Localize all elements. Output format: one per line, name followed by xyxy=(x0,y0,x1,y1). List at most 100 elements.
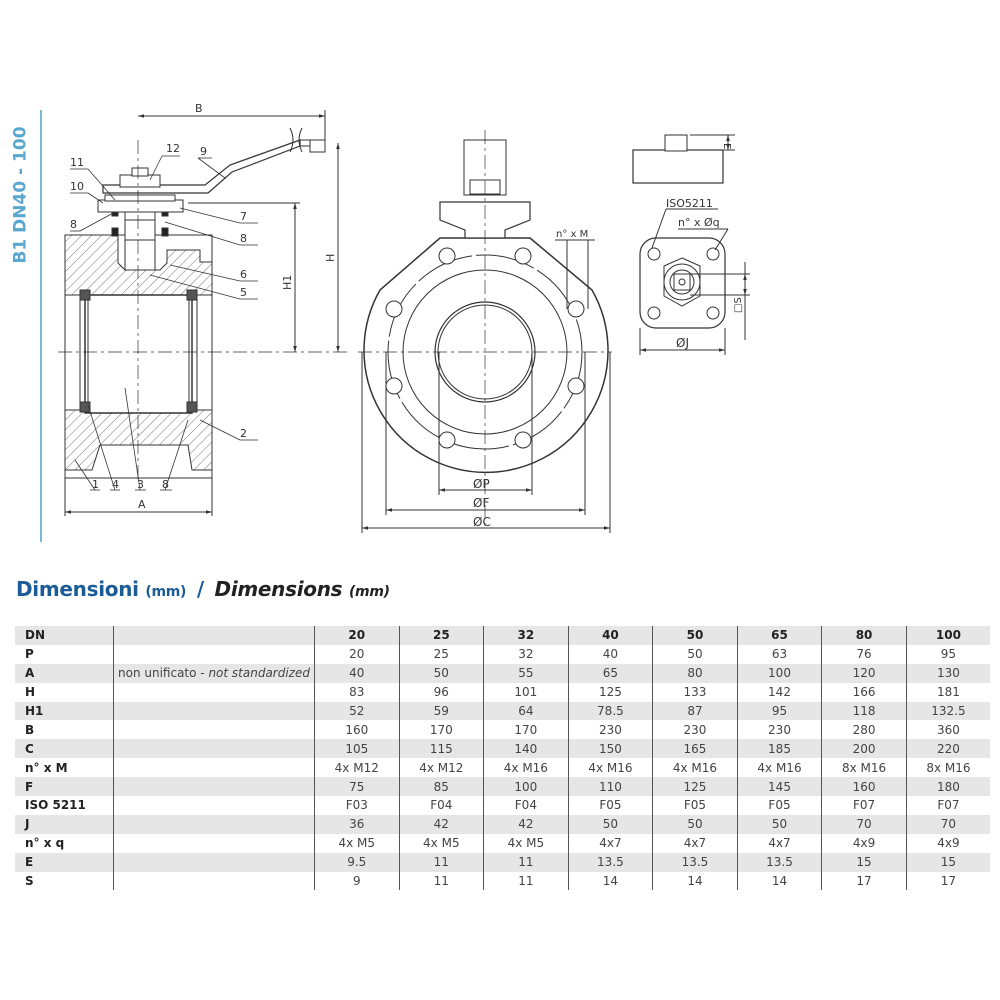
cell-value: 17 xyxy=(821,871,907,891)
cell-value: 4x M16 xyxy=(736,758,822,778)
callout-8a: 8 xyxy=(70,218,77,231)
cell-value: 17 xyxy=(905,871,990,891)
label-iso5211: ISO5211 xyxy=(666,197,713,210)
cell-value: 115 xyxy=(398,739,484,759)
row-label: P xyxy=(25,647,34,662)
cell-value: 75 xyxy=(314,777,400,797)
cell-value: 4x9 xyxy=(905,833,990,853)
cell-value: 280 xyxy=(821,720,907,740)
callout-8c: 8 xyxy=(162,478,169,491)
row-label: ISO 5211 xyxy=(25,798,86,813)
row-label: H xyxy=(25,685,36,700)
row-label: S xyxy=(25,874,34,889)
header-dn-20: 20 xyxy=(314,626,400,645)
header-dn-65: 65 xyxy=(736,626,822,645)
section-view: B H1 H A 12 9 11 10 8 7 8 6 5 2 1 4 3 8 xyxy=(58,102,350,516)
dim-label-c: ØC xyxy=(473,515,491,529)
row-label: C xyxy=(15,739,114,759)
cell-value: 65 xyxy=(567,663,653,683)
note-it: non unificato - xyxy=(118,666,209,681)
cell-value: 165 xyxy=(652,739,738,759)
front-view: ØP ØF ØC n° x M xyxy=(358,130,612,533)
cell-value: F05 xyxy=(652,796,738,815)
cell-value: 15 xyxy=(905,852,990,872)
row-note xyxy=(113,814,315,834)
callout-12: 12 xyxy=(166,142,180,155)
cell-value: 4x M12 xyxy=(398,758,484,778)
cell-value: F04 xyxy=(483,796,569,815)
dim-label-s: □S xyxy=(733,297,744,313)
cell-value: 55 xyxy=(483,663,569,683)
dim-label-bolts: n° x M xyxy=(556,229,588,240)
row-note: non unificato - not standardized xyxy=(113,663,315,683)
cell-value: 101 xyxy=(483,682,569,702)
cell-value: 14 xyxy=(567,871,653,891)
cell-value: 11 xyxy=(483,852,569,872)
callout-2: 2 xyxy=(240,427,247,440)
cell-value: 4x M5 xyxy=(483,833,569,853)
cell-value: 70 xyxy=(821,814,907,834)
row-note xyxy=(113,796,315,815)
callout-5: 5 xyxy=(240,286,247,299)
header-note xyxy=(113,626,315,645)
cell-value: 140 xyxy=(483,739,569,759)
cell-value: 4x M5 xyxy=(314,833,400,853)
cell-value: 80 xyxy=(652,663,738,683)
cell-value: 13.5 xyxy=(736,852,822,872)
cell-value: 150 xyxy=(567,739,653,759)
row-label: E xyxy=(15,852,114,872)
dim-label-j: ØJ xyxy=(676,336,689,350)
cell-value: 87 xyxy=(652,701,738,721)
row-note xyxy=(113,682,315,702)
cell-value: 132.5 xyxy=(905,701,990,721)
cell-value: 220 xyxy=(905,739,990,759)
cell-value: F04 xyxy=(398,796,484,815)
cell-value: 50 xyxy=(652,814,738,834)
callout-1: 1 xyxy=(92,478,99,491)
cell-value: 36 xyxy=(314,814,400,834)
row-label: B xyxy=(25,722,35,737)
cell-value: F07 xyxy=(821,796,907,815)
cell-value: 50 xyxy=(652,644,738,664)
cell-value: 9 xyxy=(314,871,400,891)
cell-value: 4x7 xyxy=(567,833,653,853)
row-label: F xyxy=(15,777,114,797)
cell-value: 105 xyxy=(314,739,400,759)
cell-value: 40 xyxy=(314,663,400,683)
dim-label-f: ØF xyxy=(473,496,489,510)
heading-it: Dimensioni xyxy=(16,577,139,601)
dim-label-b: B xyxy=(195,102,203,115)
cell-value: 230 xyxy=(652,720,738,740)
cell-value: 32 xyxy=(483,644,569,664)
row-label: J xyxy=(15,814,114,834)
cell-value: 200 xyxy=(821,739,907,759)
row-note xyxy=(113,720,315,740)
side-divider xyxy=(40,110,42,542)
cell-value: 14 xyxy=(652,871,738,891)
cell-value: 125 xyxy=(567,682,653,702)
callout-8b: 8 xyxy=(240,232,247,245)
cell-value: 96 xyxy=(398,682,484,702)
heading-separator: / xyxy=(196,577,204,601)
dim-label-holes: n° x Øq xyxy=(678,216,720,229)
row-note xyxy=(113,758,315,778)
heading-en: Dimensions xyxy=(214,577,343,601)
cell-value: 8x M16 xyxy=(905,758,990,778)
row-note xyxy=(113,701,315,721)
callout-10: 10 xyxy=(70,180,84,193)
callout-7: 7 xyxy=(240,210,247,223)
row-note xyxy=(113,852,315,872)
cell-value: 185 xyxy=(736,739,822,759)
cell-value: 13.5 xyxy=(567,852,653,872)
cell-value: 118 xyxy=(821,701,907,721)
dim-label-e: E xyxy=(721,143,732,149)
